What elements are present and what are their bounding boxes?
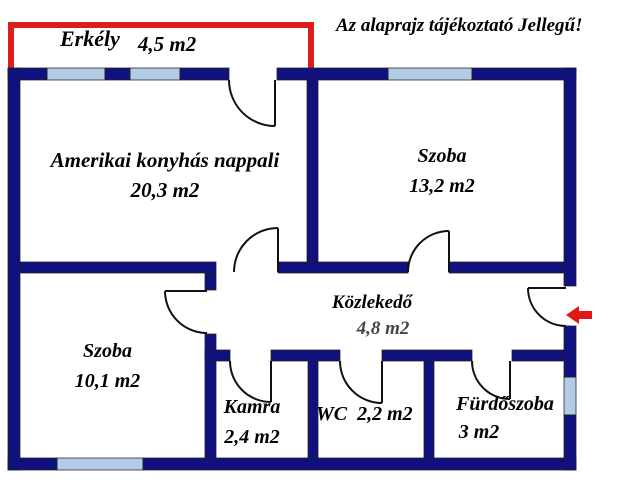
- wall: [142, 457, 577, 471]
- wall: [423, 360, 435, 459]
- door-arc: [228, 79, 276, 127]
- wall: [204, 349, 231, 362]
- wall: [277, 261, 409, 274]
- door-arc: [471, 360, 511, 400]
- wall: [7, 67, 21, 471]
- wall: [448, 261, 565, 274]
- entrance-arrow-icon: [566, 306, 592, 324]
- door-arc: [229, 360, 272, 403]
- wall: [7, 457, 58, 471]
- window: [129, 67, 181, 81]
- wall: [563, 325, 577, 378]
- wall: [179, 67, 230, 81]
- window: [56, 457, 144, 471]
- window: [46, 67, 106, 81]
- wall: [104, 67, 131, 81]
- wall: [471, 67, 577, 81]
- door-arc: [164, 290, 208, 334]
- wall: [563, 67, 577, 287]
- window: [387, 67, 473, 81]
- wall: [270, 349, 341, 362]
- door-arc: [339, 360, 383, 404]
- balcony-outline: [8, 22, 314, 74]
- door-arc: [407, 230, 450, 273]
- wall: [204, 272, 217, 291]
- wall: [511, 349, 565, 362]
- door-arc: [233, 227, 279, 273]
- window: [563, 376, 577, 416]
- wall: [563, 414, 577, 471]
- wall: [276, 67, 389, 81]
- wall: [306, 79, 319, 263]
- door-arc: [527, 287, 567, 327]
- wall: [381, 349, 473, 362]
- doors-layer: [164, 79, 567, 404]
- walls-layer: [7, 67, 577, 471]
- disclaimer-note: Az alaprajz tájékoztató Jellegű!: [336, 15, 583, 36]
- wall: [307, 360, 319, 459]
- wall: [19, 261, 217, 274]
- wall: [204, 333, 217, 459]
